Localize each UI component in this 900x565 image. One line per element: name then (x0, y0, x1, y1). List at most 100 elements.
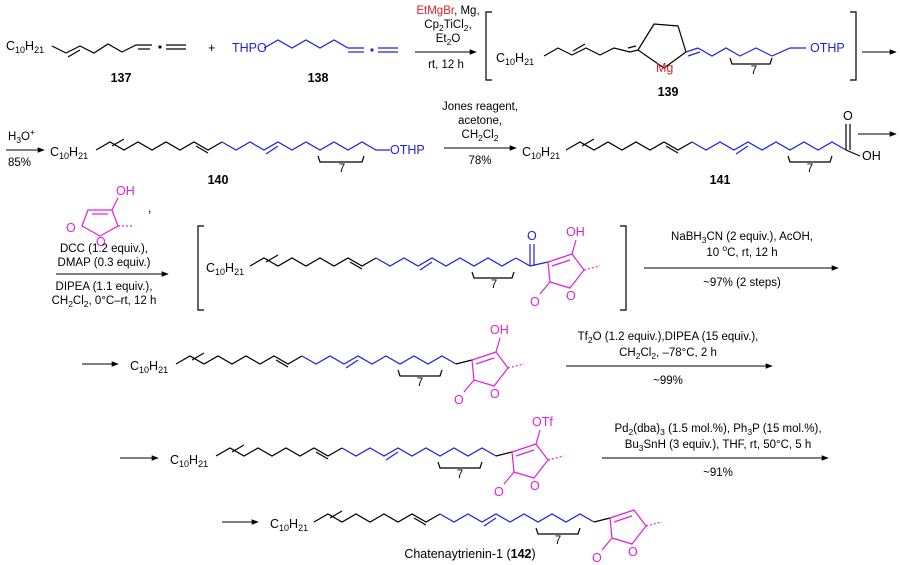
reagent-lactone-o: O (66, 221, 76, 235)
s7-line2: Bu3SnH (3 equiv.), THF, rt, 50°C, 5 h (625, 439, 812, 453)
c141-carbonyl-o: O (843, 109, 853, 123)
compound-reduced: C10H21 7 OH O O (130, 323, 525, 407)
reagent-lactone: OH O O , (66, 184, 151, 249)
acyl-lactone-o: O (530, 295, 540, 309)
compound-acyl-intermediate: C10H21 7 O OH O O (206, 225, 601, 309)
c139-chain-left (543, 47, 631, 57)
reagent-ring (81, 209, 119, 237)
s6-line3: ~99% (653, 375, 683, 387)
compound-141: C10H21 7 O OH 141 (522, 109, 881, 187)
acyl-ring-o: O (566, 289, 576, 303)
c141-oh-label: OH (862, 149, 881, 163)
triflate-otf-label: OTf (532, 415, 553, 429)
compound-137: C10H21 137 (6, 39, 186, 85)
c139-othp-label: OTHP (810, 41, 845, 55)
plus-sign: + (208, 41, 215, 55)
step-7: Pd2(dba)3 (1.5 mol.%), Ph3P (15 mol.%), … (602, 423, 829, 479)
c139-repeat: 7 (751, 65, 757, 77)
svg-text:C10H21: C10H21 (522, 145, 560, 161)
c137-number: 137 (111, 71, 132, 85)
step-3: Jones reagent, acetone, CH2Cl2 78% (442, 101, 518, 167)
svg-text:C10H21: C10H21 (206, 261, 244, 277)
s6-line1: Tf2O (1.2 equiv.),DIPEA (15 equiv.), (578, 331, 759, 345)
final-lactone-o: O (592, 551, 602, 565)
compound-triflate: C10H21 7 OTf O O (170, 415, 565, 499)
s4-line4: CH2Cl2, 0°C–rt, 12 h (52, 295, 157, 309)
c139-ring (637, 23, 687, 69)
c138-thpo-label: THPO (232, 41, 267, 55)
c139-number: 139 (658, 85, 679, 99)
acyl-carbonyl-o: O (527, 229, 537, 243)
c140-othp-label: OTHP (390, 143, 425, 157)
s6-line2: CH2Cl2, –78°C, 2 h (619, 347, 717, 361)
step-6: Tf2O (1.2 equiv.),DIPEA (15 equiv.), CH2… (566, 331, 773, 387)
triflate-repeat: 7 (457, 469, 463, 481)
triflate-lactone-o: O (494, 485, 504, 499)
svg-text:C10H21: C10H21 (50, 145, 88, 161)
c139-chain-right (697, 47, 806, 57)
s1-line4: rt, 12 h (428, 59, 464, 71)
c139-mg-label: Mg (656, 61, 673, 75)
final-compound-name: Chatenaytrienin-1 (142) (404, 547, 535, 561)
s3-line2: acetone, (458, 115, 502, 127)
compound-138: THPO 138 (232, 39, 398, 85)
reduced-lactone-o: O (454, 393, 464, 407)
c140-repeat: 7 (339, 163, 345, 175)
c137-double-bond (67, 49, 81, 58)
svg-text:C10H21: C10H21 (270, 517, 308, 533)
s2-line2: 85% (8, 157, 31, 169)
c141-number: 141 (710, 173, 731, 187)
c137-substituent-label: C10H21 (6, 39, 44, 55)
s5-line1: NaBH3CN (2 equiv.), AcOH, (671, 231, 813, 245)
compound-140: C10H21 7 OTHP 140 (50, 138, 425, 187)
s3-line1: Jones reagent, (442, 101, 518, 113)
s7-line3: ~91% (703, 467, 733, 479)
svg-text:C10H21: C10H21 (130, 359, 168, 375)
reagent-oh-label: OH (116, 184, 135, 198)
s4-line3: DIPEA (1.1 equiv.), (56, 281, 153, 293)
s5-line3: ~97% (2 steps) (703, 277, 781, 289)
step-4: DCC (1.2 equiv.), DMAP (0.3 equiv.) DIPE… (52, 243, 169, 309)
c137-allene-center (158, 45, 162, 49)
reduced-repeat: 7 (417, 377, 423, 389)
compound-139: C10H21 Mg 7 OTHP 139 (496, 23, 845, 99)
step-1: EtMgBr, Mg, Cp2TiCl2, Et2O rt, 12 h (415, 5, 480, 71)
c141-chain-blue (691, 141, 847, 151)
bracket-right-acyl (620, 225, 627, 311)
final-repeat: 7 (555, 535, 561, 547)
s3-line3: CH2Cl2 (462, 129, 499, 143)
c140-number: 140 (208, 173, 229, 187)
final-ring-o: O (628, 545, 638, 559)
acyl-repeat: 7 (491, 279, 497, 291)
acyl-oh-label: OH (566, 225, 585, 239)
s4-line2: DMAP (0.3 equiv.) (58, 257, 151, 269)
triflate-ring-o: O (530, 479, 540, 493)
c138-chain (263, 39, 364, 49)
s1-line2: Cp2TiCl2, (424, 19, 471, 33)
c137-chain (51, 43, 152, 54)
bracket-left-139 (485, 11, 492, 81)
bracket-left-acyl (197, 225, 204, 311)
step-2: H3O+ 85% (6, 127, 45, 169)
s7-line1: Pd2(dba)3 (1.5 mol.%), Ph3P (15 mol.%), (614, 423, 821, 437)
c141-repeat: 7 (807, 163, 813, 175)
reagent-ring-o: O (96, 235, 106, 249)
bracket-right-139 (850, 11, 857, 81)
step-5: NaBH3CN (2 equiv.), AcOH, 10 oC, rt, 12 … (644, 231, 839, 289)
s4-line1: DCC (1.2 equiv.), (60, 243, 148, 255)
svg-text:C10H21: C10H21 (170, 453, 208, 469)
c140-chain-black (95, 141, 223, 151)
svg-text:C10H21: C10H21 (496, 51, 534, 67)
s1-line1: EtMgBr, Mg, (416, 5, 479, 17)
s5-line2: 10 oC, rt, 12 h (706, 243, 777, 259)
reagent-comma: , (148, 201, 151, 215)
s2-line1: H3O+ (8, 127, 35, 145)
compound-142: C10H21 7 O O Chatenaytrienin-1 (142) (270, 509, 663, 565)
c141-chain-black (565, 141, 693, 151)
s3-line4: 78% (468, 155, 491, 167)
c138-number: 138 (308, 71, 329, 85)
reduced-ring-o: O (490, 387, 500, 401)
reduced-oh-label: OH (490, 323, 509, 337)
c140-chain-blue (221, 141, 390, 151)
